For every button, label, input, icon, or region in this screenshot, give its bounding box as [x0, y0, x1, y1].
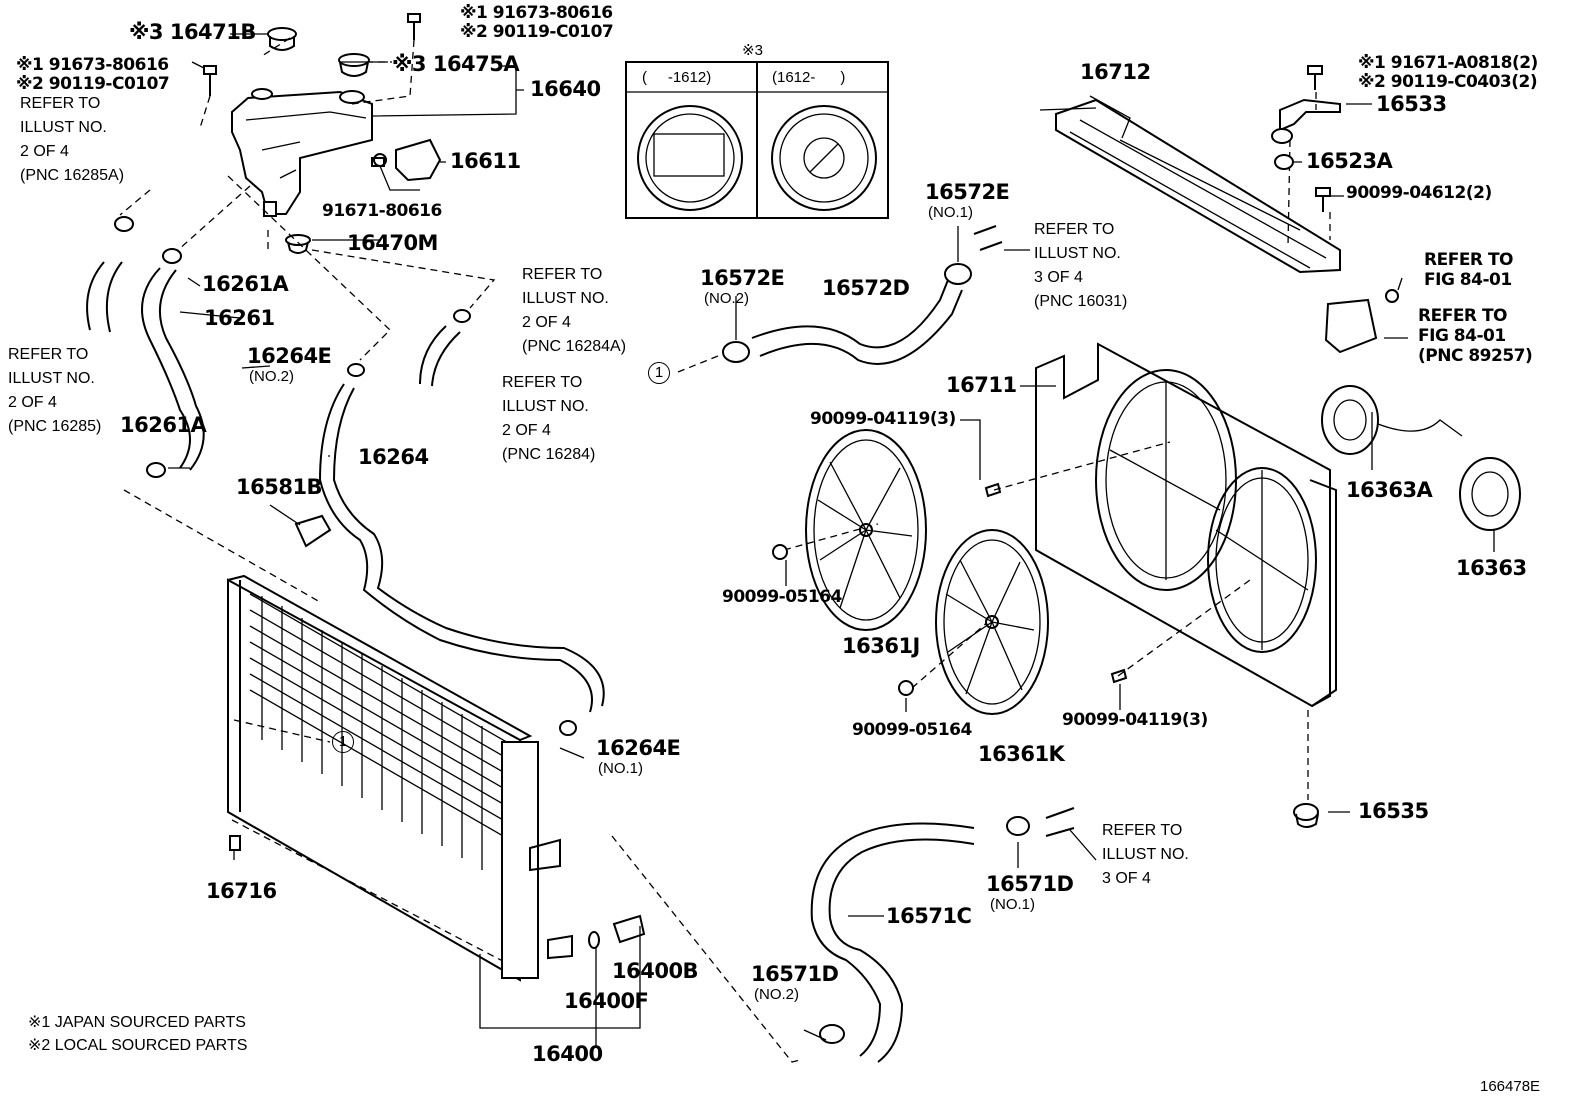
sub-label-no2: (NO.2) [754, 986, 799, 1003]
part-number-16712: 16712 [1080, 60, 1151, 84]
part-number-16264E-no1: 16264E [596, 736, 681, 760]
fan-drawings [772, 429, 1128, 715]
part-number-16640: 16640 [530, 77, 601, 101]
part-number-91671-80616: 91671-80616 [322, 201, 442, 221]
sub-label-no1: (NO.1) [598, 760, 643, 777]
part-number-16400F: 16400F [564, 989, 649, 1013]
part-number-16470M: 16470M [347, 231, 438, 255]
refer-note-fig-84-01: REFER TO FIG 84-01 [1424, 250, 1514, 290]
fan-shroud-drawing [1035, 342, 1337, 708]
fastener-note-top-center: ※1 91673-80616 ※2 90119-C0107 [460, 3, 614, 42]
part-number-16361J: 16361J [842, 634, 920, 658]
part-number-16361K: 16361K [978, 742, 1065, 766]
part-number-16400: 16400 [532, 1042, 603, 1066]
part-number-16261A-lower: 16261A [120, 413, 207, 437]
reservoir-tank-drawing [231, 88, 442, 217]
part-number-16400B: 16400B [612, 959, 699, 983]
part-number-16261A-upper: 16261A [202, 272, 289, 296]
part-number-16471B: ※3 16471B [129, 20, 256, 44]
fastener-note-top-left: ※1 91673-80616 ※2 90119-C0107 [16, 55, 170, 94]
part-number-16523A: 16523A [1306, 149, 1393, 173]
bolt-drawings [203, 13, 1331, 212]
part-number-90099-04119-upper: 90099-04119(3) [810, 409, 956, 429]
part-number-16572D: 16572D [822, 276, 910, 300]
part-number-16535: 16535 [1358, 799, 1429, 823]
hose-drawings [86, 225, 1075, 1063]
legend-japan-sourced: ※1 JAPAN SOURCED PARTS [28, 1014, 246, 1031]
part-number-16571D-no1: 16571D [986, 872, 1074, 896]
radiator-drawing [227, 574, 646, 982]
sub-label-no1: (NO.1) [990, 896, 1035, 913]
part-number-90099-04612: 90099-04612(2) [1346, 183, 1492, 203]
refer-note-16284: REFER TO ILLUST NO. 2 OF 4 (PNC 16284) [502, 374, 596, 463]
refer-note-16285A: REFER TO ILLUST NO. 2 OF 4 (PNC 16285A) [20, 95, 125, 184]
radiator-cap-drawing [267, 27, 370, 254]
part-number-16711: 16711 [946, 373, 1017, 397]
part-number-16475A: ※3 16475A [392, 52, 520, 76]
sub-label-no2: (NO.2) [704, 290, 749, 307]
sub-label-no1: (NO.1) [928, 204, 973, 221]
part-number-16572E-no2: 16572E [700, 266, 785, 290]
part-number-90099-05164-center: 90099-05164 [852, 720, 972, 740]
part-number-16611: 16611 [450, 149, 521, 173]
part-number-16264E-no2: 16264E [247, 344, 332, 368]
sub-label-no2: (NO.2) [249, 368, 294, 385]
refer-note-16031: REFER TO ILLUST NO. 3 OF 4 (PNC 16031) [1034, 221, 1128, 310]
fastener-note-top-right: ※1 91671-A0818(2) ※2 90119-C0403(2) [1358, 53, 1538, 92]
callout-circle-1: 1 [332, 731, 354, 753]
part-number-90099-04119-lower: 90099-04119(3) [1062, 710, 1208, 730]
part-number-16571D-no2: 16571D [751, 962, 839, 986]
clamp-drawings [114, 216, 1030, 1044]
refer-note-16285: REFER TO ILLUST NO. 2 OF 4 (PNC 16285) [8, 346, 102, 435]
legend-local-sourced: ※2 LOCAL SOURCED PARTS [28, 1037, 248, 1054]
cap-inset [625, 61, 889, 219]
radiator-support-drawing [1055, 95, 1341, 274]
diagram-code: 166478E [1480, 1078, 1541, 1095]
callout-circle-1: 1 [648, 362, 670, 384]
part-number-16581B: 16581B [236, 475, 323, 499]
part-number-16363A: 16363A [1346, 478, 1433, 502]
refer-note-16284A: REFER TO ILLUST NO. 2 OF 4 (PNC 16284A) [522, 266, 627, 355]
part-number-16572E-no1: 16572E [925, 180, 1010, 204]
part-number-90099-05164-left: 90099-05164 [722, 587, 842, 607]
part-number-16363: 16363 [1456, 556, 1527, 580]
refer-note-3-of-4: REFER TO ILLUST NO. 3 OF 4 [1102, 822, 1189, 887]
inset-left-column-label: ( -1612) [642, 69, 712, 86]
part-number-16571C: 16571C [886, 904, 972, 928]
part-number-16716: 16716 [206, 879, 277, 903]
part-number-16261: 16261 [204, 306, 275, 330]
inset-right-column-label: (1612- ) [772, 69, 846, 86]
part-number-16264: 16264 [358, 445, 429, 469]
fan-motor-drawings [1321, 289, 1521, 531]
inset-mark: ※3 [742, 42, 763, 59]
part-number-16533: 16533 [1376, 92, 1447, 116]
refer-note-fig-84-01-89257: REFER TO FIG 84-01 (PNC 89257) [1418, 306, 1533, 366]
